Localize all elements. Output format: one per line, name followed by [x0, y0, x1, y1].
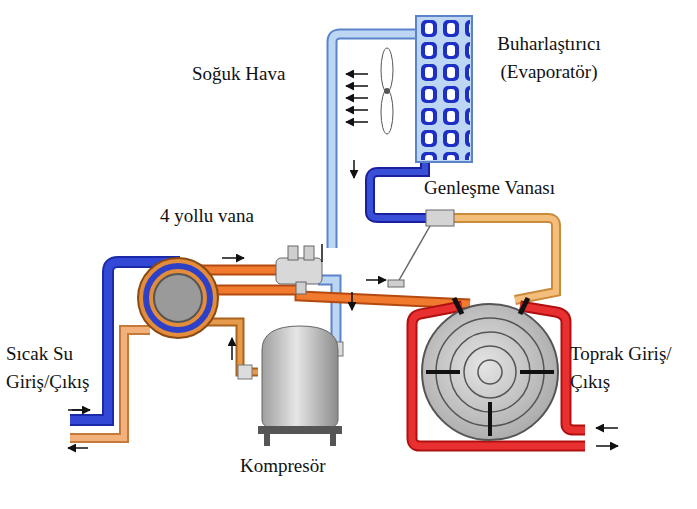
port-label: Toprak Giriş/Çıkış	[570, 340, 688, 395]
water-coil	[70, 258, 218, 438]
part-name: Genleşme Vanası	[424, 174, 614, 202]
fan	[381, 48, 393, 134]
four-way-valve	[276, 246, 322, 294]
part-name: Buharlaştırıcı (Evaporatör)	[474, 30, 624, 85]
part-name: Kompresör	[240, 452, 370, 480]
ground-coil	[412, 298, 585, 446]
evaporator	[416, 16, 472, 162]
compressor	[258, 326, 342, 446]
port-label: Sıcak Su Giriş/Çıkış	[6, 340, 116, 395]
part-name: 4 yollu vana	[160, 202, 300, 230]
air-label: Soğuk Hava	[192, 60, 332, 88]
